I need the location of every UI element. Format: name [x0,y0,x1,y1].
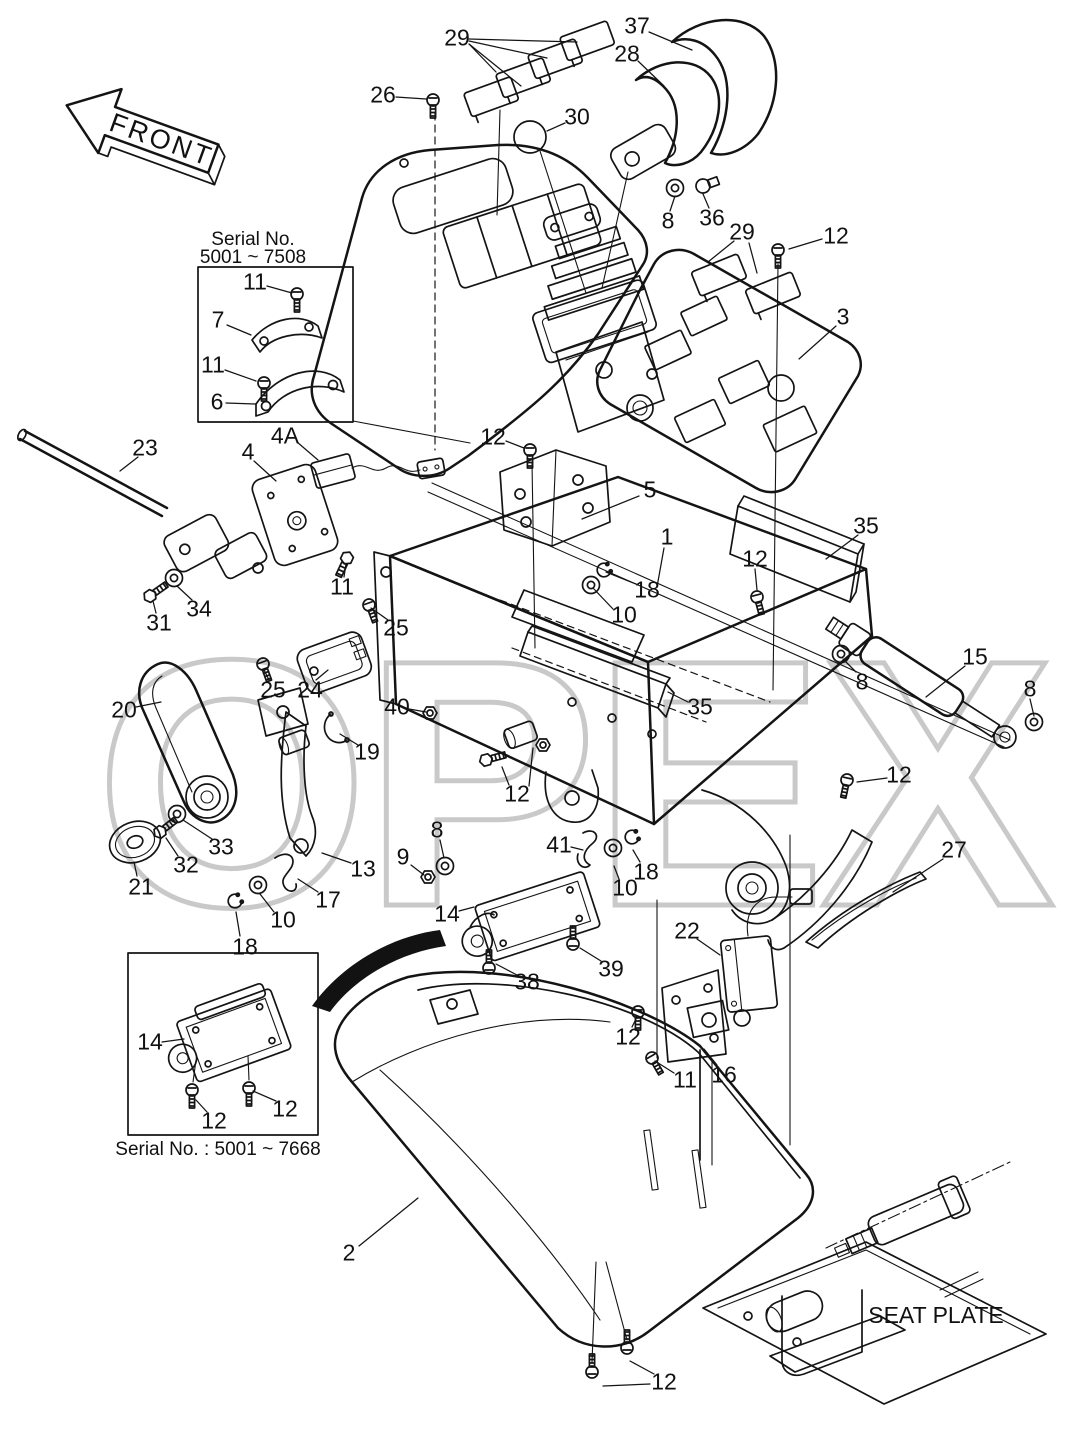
screw-11-bracket16 [642,1048,668,1078]
opex-watermark: OPEX [95,586,1057,980]
switch-caps-29 [463,20,616,124]
lever-20 [138,661,238,824]
armrest-pad-37 [670,18,778,156]
serial-box-2: Serial No. : 5001 ~ 7668 [115,952,321,1160]
console-cover-3 [596,243,862,691]
spring-41 [576,830,598,869]
bracket-16 [661,969,730,1063]
pad-35-right [729,495,865,603]
bolt-36 [695,175,721,194]
armrest-bracket-28 [609,61,721,181]
mount-plate-4 [251,463,339,567]
switch-4A [310,453,446,489]
front-arrow: FRONT [65,87,226,186]
callout-leader-lines [119,31,1035,1387]
seat-plate-label: SEAT PLATE [868,1302,1004,1328]
serial-box-2-caption: Serial No. : 5001 ~ 7668 [115,1139,320,1160]
washer-34 [164,568,184,588]
washer-8-top [665,178,685,198]
gas-spring-15 [824,616,1044,800]
front-arrow-label: FRONT [106,107,218,172]
serial-box-1-line2: 5001 ~ 7508 [200,247,306,268]
console-upper-cover [310,143,649,478]
pad-24 [296,631,373,694]
seat-plate: SEAT PLATE [702,1161,1047,1405]
construction-lines [426,93,791,1146]
joystick-boot [532,203,665,433]
lower-shell-2 [312,930,815,1379]
console-frame-1 [373,475,1011,951]
pivot-pin-12-cluster [477,720,551,768]
screw-12-bracket [523,443,537,469]
link-arm-13 [257,687,317,857]
spring-17 [274,853,298,892]
limit-switch-22 [719,888,813,1027]
blade-27 [805,871,927,949]
serial-box-1: Serial No. 5001 ~ 7508 [197,229,471,444]
bracket-5 [499,449,611,547]
tilt-rod-23 [16,428,268,580]
disc-21 [108,820,162,864]
serial-box-1-line1: Serial No. [211,229,294,250]
latch-plate-14 [461,871,601,975]
